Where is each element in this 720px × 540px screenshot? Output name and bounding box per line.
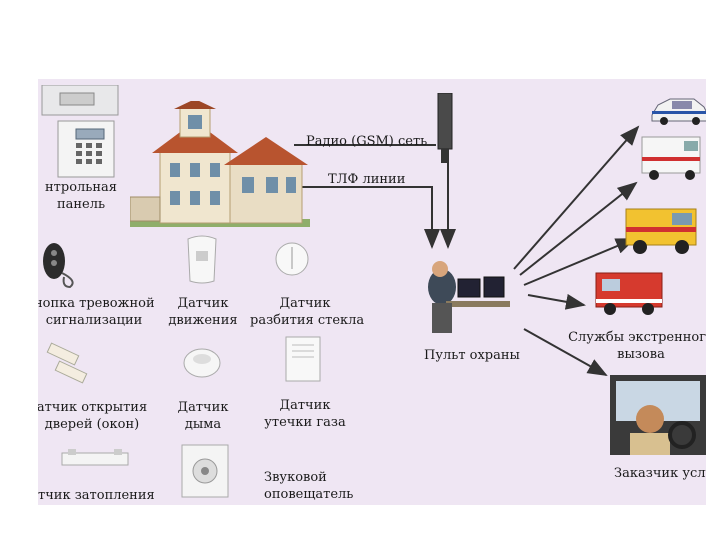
arrow-to-customer [523, 328, 608, 376]
ambulance-icon [641, 136, 701, 180]
gas-service-van-icon [625, 208, 697, 254]
phone-to-console-arrow [294, 186, 440, 249]
fire-truck-icon [595, 272, 663, 315]
console-label: Пульт охраны [424, 348, 520, 363]
customer-driver-icon [610, 375, 706, 455]
flood-sensor-label: тчик затопления [38, 488, 155, 503]
security-console-icon [428, 261, 510, 333]
house-icon [130, 101, 310, 227]
door-sensor-icon [46, 342, 88, 384]
control-panel-icon [41, 85, 119, 178]
arrow-to-ambulance [519, 181, 638, 276]
smoke-sensor-icon [183, 348, 221, 378]
gas-sensor-icon [285, 336, 321, 382]
arrow-to-gas-service [523, 238, 636, 286]
flood-sensor-icon [61, 449, 129, 466]
phone-link-label: ТЛФ линии [328, 172, 406, 187]
police-car-icon [651, 98, 706, 125]
motion-sensor-icon [187, 235, 217, 284]
customer-label: Заказчик услу [614, 466, 706, 481]
arrow-to-police [513, 125, 640, 270]
siren-icon [181, 444, 229, 498]
antenna-icon [437, 93, 453, 163]
radio-link-label: Радио (GSM) сеть [306, 134, 428, 149]
arrow-to-fire [527, 293, 586, 310]
glass-break-sensor-icon [275, 242, 309, 276]
connection-arrows [294, 125, 640, 376]
alarm-fob-icon [43, 243, 74, 289]
